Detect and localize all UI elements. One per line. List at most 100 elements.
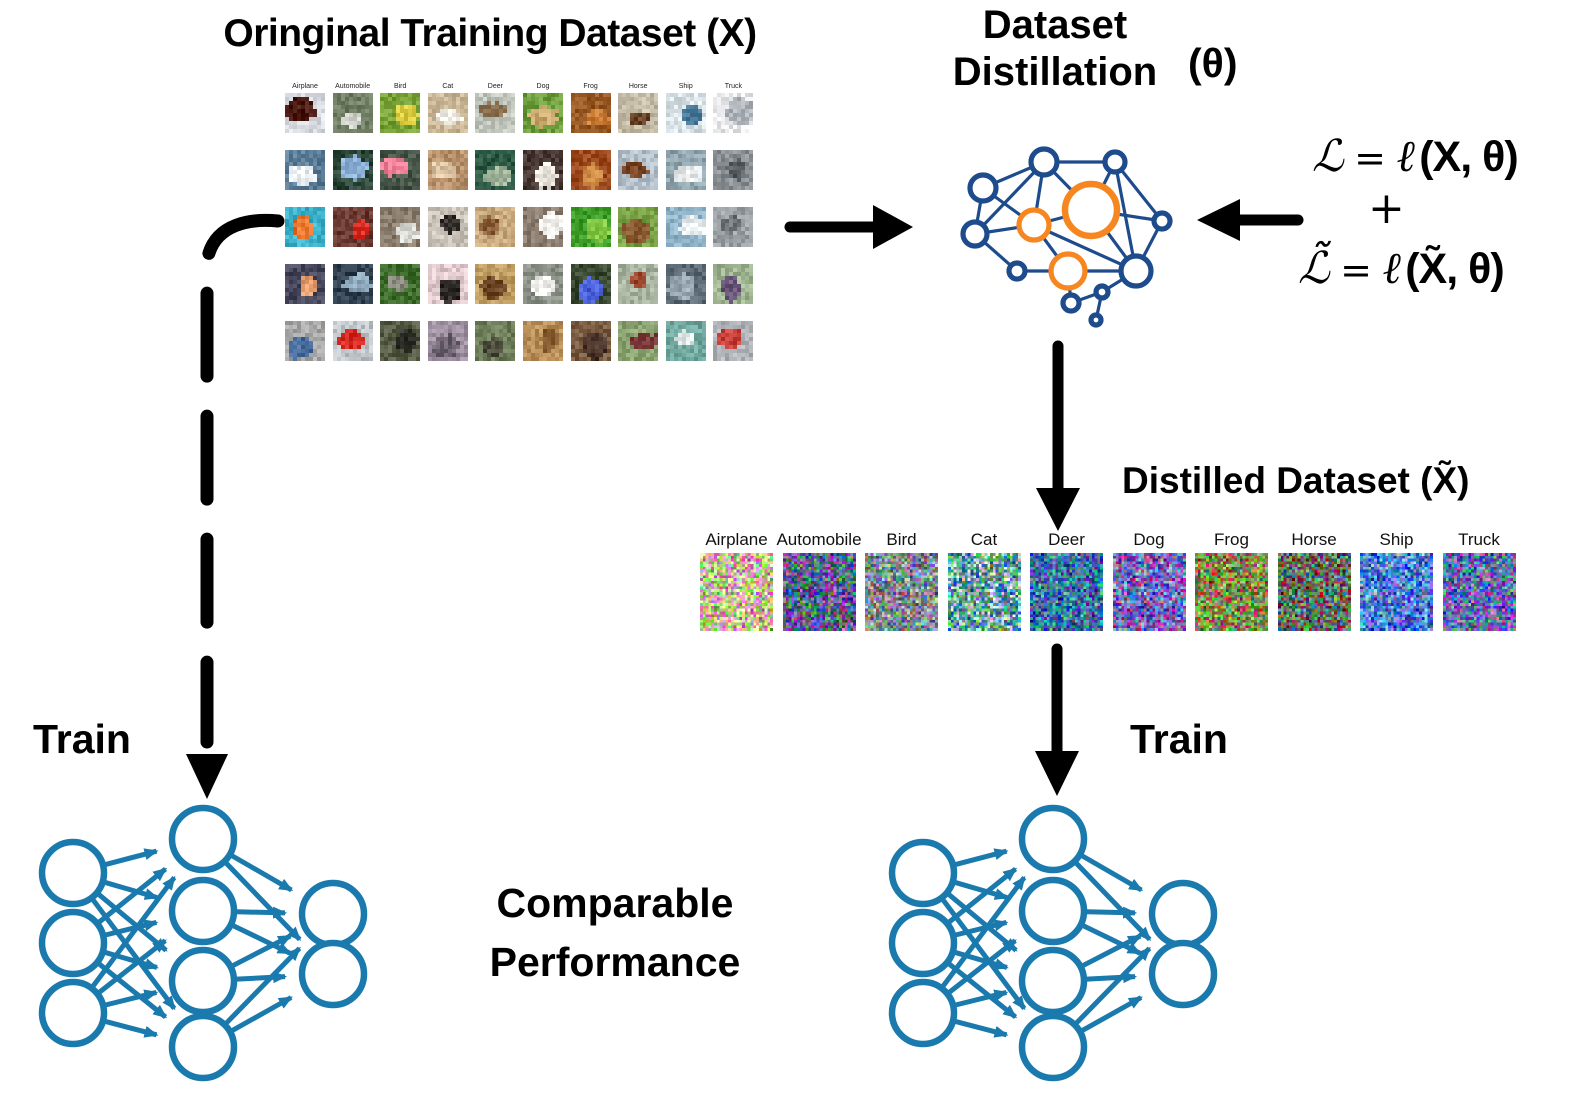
original-class-label: Horse (628, 83, 648, 90)
distilled-item-deer: Deer (1030, 528, 1103, 631)
network-node (1018, 876, 1088, 946)
distilled-class-label: Ship (1379, 530, 1414, 549)
original-thumbnail-bird (380, 207, 421, 247)
original-thumbnail-frog (570, 207, 611, 247)
brain-node-blue (1088, 312, 1104, 328)
brain-network-graphic (960, 146, 1173, 328)
loss-equation-1: ℒ = ℓ (X, θ) (1284, 130, 1519, 184)
original-thumbnail-automobile (332, 150, 373, 190)
original-thumbnail-deer (475, 207, 516, 247)
original-thumbnail-airplane (285, 207, 325, 247)
original-dataset-title: Oringinal Training Dataset (X) (223, 12, 757, 55)
original-thumbnail-airplane (285, 264, 325, 304)
original-class-label: Ship (678, 83, 693, 90)
original-thumbnail-horse (618, 150, 659, 190)
original-thumbnail-horse (618, 264, 659, 304)
original-thumbnail-cat (427, 150, 468, 190)
distilled-class-label: Automobile (776, 530, 862, 549)
loss2-fn: ℓ (1382, 243, 1401, 294)
distilled-item-truck: Truck (1442, 528, 1516, 631)
distilled-image-frog (1195, 553, 1268, 631)
brain-node-blue (967, 172, 999, 204)
original-thumbnail-bird (380, 264, 421, 304)
original-thumbnail-automobile (332, 93, 373, 133)
original-thumbnail-ship (665, 264, 706, 304)
original-thumbnail-deer (475, 93, 516, 133)
left-network-graphic (38, 804, 368, 1082)
plus-sign: + (1368, 183, 1405, 234)
original-thumbnail-cat (427, 321, 468, 361)
arrow-distillation-to-distilled (1036, 340, 1080, 531)
distilled-class-label: Dog (1133, 530, 1165, 549)
brain-node-orange (1048, 251, 1088, 291)
network-node (298, 879, 368, 949)
distillation-title-line2: Distillation (952, 49, 1158, 94)
brain-node-blue (1118, 253, 1154, 289)
train-label-left: Train (33, 716, 131, 762)
original-thumbnail-cat (427, 93, 468, 133)
loss1-equals: = (1354, 136, 1386, 180)
brain-node-blue (1060, 292, 1082, 314)
comparable-performance-label: Comparable Performance (420, 874, 810, 993)
distilled-image-ship (1360, 553, 1433, 631)
network-node (888, 838, 958, 908)
network-node (168, 876, 238, 946)
original-class-label: Bird (393, 83, 407, 90)
original-thumbnail-cat (427, 264, 468, 304)
distilled-image-bird (865, 553, 938, 631)
original-thumbnail-horse (618, 207, 659, 247)
dashed-arrow-original-to-network (186, 213, 285, 799)
distilled-item-cat: Cat (947, 528, 1021, 631)
original-thumbnail-truck (713, 207, 754, 247)
original-thumbnail-truck (713, 150, 754, 190)
network-node (888, 908, 958, 978)
original-thumbnail-truck (713, 264, 754, 304)
right-network-graphic (888, 804, 1218, 1082)
original-thumbnail-dog (522, 321, 563, 361)
original-thumbnail-bird (380, 93, 421, 133)
arrow-loss-to-distillation (1197, 199, 1304, 241)
distilled-item-automobile: Automobile (776, 528, 862, 631)
distilled-item-ship: Ship (1360, 528, 1433, 631)
brain-node-blue (1151, 210, 1173, 232)
original-thumbnail-horse (618, 321, 659, 361)
distilled-image-cat (947, 553, 1021, 631)
original-thumbnail-bird (380, 321, 421, 361)
original-thumbnail-frog (570, 321, 611, 361)
original-class-label: Airplane (292, 83, 318, 90)
distillation-title: Dataset Distillation (930, 2, 1180, 96)
original-thumbnail-cat (427, 207, 468, 247)
original-thumbnail-bird (380, 150, 421, 190)
distilled-class-label: Bird (886, 530, 917, 549)
original-class-label: Automobile (335, 83, 371, 90)
network-node (1148, 879, 1218, 949)
brain-node-orange (1061, 180, 1121, 240)
original-thumbnail-frog (570, 150, 611, 190)
network-node (38, 838, 108, 908)
original-thumbnail-automobile (332, 264, 373, 304)
train-label-right: Train (1130, 716, 1228, 762)
original-thumbnail-ship (665, 150, 706, 190)
loss1-fn: ℓ (1396, 131, 1415, 182)
network-node (168, 946, 238, 1016)
loss2-equals: = (1340, 248, 1372, 292)
network-node (1018, 946, 1088, 1016)
network-node (888, 978, 958, 1048)
distilled-image-automobile (782, 553, 856, 631)
distilled-class-label: Truck (1458, 530, 1500, 549)
original-thumbnail-ship (665, 321, 706, 361)
comparable-line1: Comparable (496, 880, 734, 926)
brain-node-blue (1028, 146, 1060, 178)
network-node (38, 978, 108, 1048)
distilled-class-label: Deer (1048, 530, 1085, 549)
distilled-item-horse: Horse (1277, 528, 1351, 631)
original-thumbnail-frog (570, 93, 611, 133)
distilled-image-dog (1112, 553, 1186, 631)
original-thumbnail-deer (475, 321, 516, 361)
brain-node-orange (1016, 207, 1052, 243)
original-class-label: Deer (487, 83, 503, 90)
